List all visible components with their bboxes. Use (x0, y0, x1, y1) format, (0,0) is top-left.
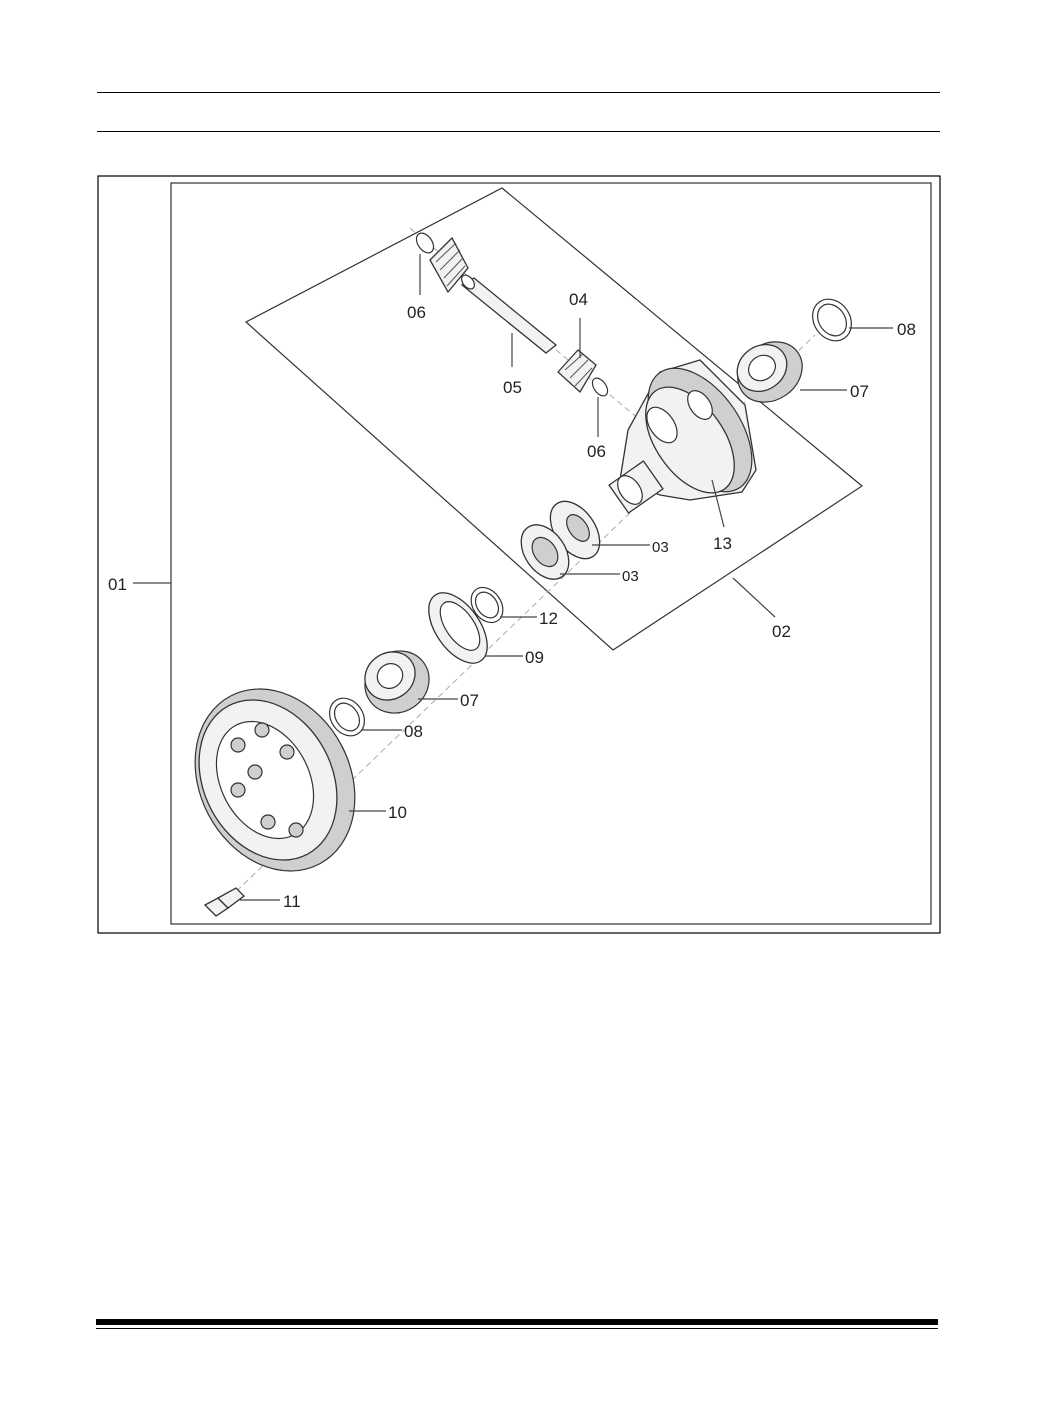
shim-lower (328, 697, 366, 737)
ring-gear (194, 688, 356, 872)
label-06-upper: 06 (407, 303, 426, 322)
shim-upper (811, 298, 853, 342)
thrust-washer-lower (591, 377, 609, 397)
label-10: 10 (388, 803, 407, 822)
ring-gear-bolt (203, 887, 245, 917)
label-08-lower: 08 (404, 722, 423, 741)
differential-case (608, 359, 757, 514)
label-01: 01 (108, 575, 127, 594)
bearing-upper (736, 341, 803, 403)
thrust-washer-upper (415, 232, 435, 254)
pinion-shaft (460, 274, 558, 354)
shim-middle (470, 586, 504, 624)
footer-rule-thin (96, 1328, 938, 1329)
label-07-upper: 07 (850, 382, 869, 401)
subassembly-outline (244, 187, 864, 651)
header-rule-top (97, 92, 940, 93)
label-09: 09 (525, 648, 544, 667)
label-07-lower: 07 (460, 691, 479, 710)
label-03-upper: 03 (652, 539, 669, 556)
label-06-lower: 06 (587, 442, 606, 461)
inner-frame (170, 182, 932, 925)
label-13: 13 (713, 534, 732, 553)
label-03-lower: 03 (622, 568, 639, 585)
pinion-gear-upper (429, 236, 469, 294)
header-rule-bottom (97, 131, 940, 132)
label-02: 02 (772, 622, 791, 641)
outer-frame (97, 175, 941, 934)
tone-ring (428, 592, 488, 664)
label-12: 12 (539, 609, 558, 628)
side-gear-lower (520, 524, 570, 580)
label-05: 05 (503, 378, 522, 397)
bearing-lower (364, 650, 430, 714)
footer-rule-thick (96, 1319, 938, 1325)
label-04: 04 (569, 290, 588, 309)
label-11: 11 (283, 892, 301, 911)
label-08-upper: 08 (897, 320, 916, 339)
